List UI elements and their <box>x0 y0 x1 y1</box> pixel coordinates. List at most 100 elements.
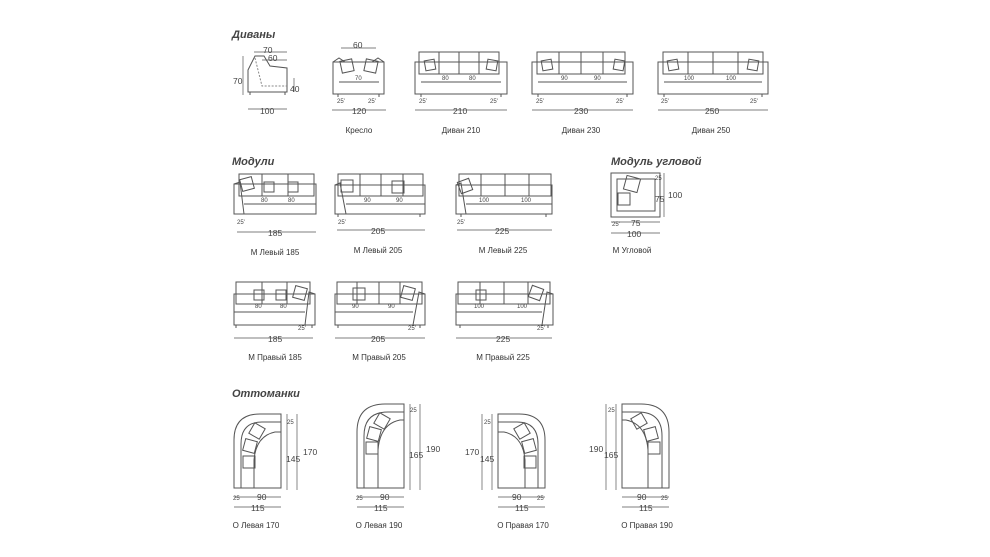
caption-sofa-210: Диван 210 <box>441 126 481 135</box>
svg-text:25': 25' <box>616 99 624 105</box>
svg-text:25: 25 <box>356 496 363 502</box>
svg-text:185: 185 <box>268 228 282 238</box>
svg-text:170: 170 <box>303 447 317 457</box>
svg-text:90: 90 <box>257 492 267 502</box>
section-title-sofas: Диваны <box>232 29 276 41</box>
module-right-185: 80 80 25' 185 <box>233 281 316 344</box>
svg-text:80: 80 <box>261 198 268 204</box>
ottoman-left-190: 25 165 190 25 90 115 <box>356 403 440 513</box>
svg-text:90: 90 <box>637 492 647 502</box>
svg-text:25: 25 <box>410 408 417 414</box>
svg-text:25': 25' <box>337 99 345 105</box>
svg-text:170: 170 <box>465 447 479 457</box>
svg-text:25': 25' <box>536 99 544 105</box>
svg-text:230: 230 <box>574 106 588 116</box>
module-right-205: 90 90 25' 205 <box>334 281 426 344</box>
caption-ottoman-left-170: О Левая 170 <box>232 521 280 530</box>
svg-text:90: 90 <box>380 492 390 502</box>
side-dim-h70: 70 <box>233 76 243 86</box>
svg-text:100: 100 <box>521 198 532 204</box>
side-dim-width: 100 <box>260 106 274 116</box>
svg-text:25: 25 <box>537 496 544 502</box>
svg-text:250: 250 <box>705 106 719 116</box>
svg-text:115: 115 <box>374 503 388 513</box>
svg-text:25': 25' <box>368 99 376 105</box>
svg-text:225: 225 <box>495 226 509 236</box>
module-right-225: 100 100 25' 225 <box>455 281 554 344</box>
svg-text:210: 210 <box>453 106 467 116</box>
svg-text:185: 185 <box>268 334 282 344</box>
svg-text:25': 25' <box>490 99 498 105</box>
svg-text:25': 25' <box>612 222 620 228</box>
caption-armchair: Кресло <box>345 126 373 135</box>
svg-text:100: 100 <box>517 304 528 310</box>
svg-text:25': 25' <box>298 326 306 332</box>
sofa-230-front: 90 90 25' 25' 230 <box>531 51 634 116</box>
svg-text:90: 90 <box>396 198 403 204</box>
svg-text:25': 25' <box>338 220 346 226</box>
svg-text:25': 25' <box>537 326 545 332</box>
side-dim-70: 70 <box>263 45 273 55</box>
svg-text:115: 115 <box>251 503 265 513</box>
caption-ottoman-left-190: О Левая 190 <box>355 521 403 530</box>
svg-text:75: 75 <box>631 218 641 228</box>
svg-text:80: 80 <box>442 76 449 82</box>
svg-text:25: 25 <box>287 420 294 426</box>
caption-left-225: М Левый 225 <box>478 246 528 255</box>
svg-text:100: 100 <box>627 229 641 239</box>
svg-text:145: 145 <box>480 454 494 464</box>
svg-text:145: 145 <box>286 454 300 464</box>
caption-sofa-250: Диван 250 <box>691 126 731 135</box>
svg-text:25: 25 <box>661 496 668 502</box>
svg-text:90: 90 <box>364 198 371 204</box>
armchair-seat: 70 <box>355 76 362 82</box>
svg-text:25': 25' <box>408 326 416 332</box>
svg-text:25: 25 <box>608 408 615 414</box>
section-title-ottomans: Оттоманки <box>232 388 300 400</box>
side-dim-60: 60 <box>268 53 278 63</box>
caption-ottoman-right-170: О Правая 170 <box>497 521 549 530</box>
svg-text:25: 25 <box>233 496 240 502</box>
svg-text:25': 25' <box>661 99 669 105</box>
armchair-front: 60 70 25' 25' 120 <box>332 40 386 116</box>
svg-text:90: 90 <box>352 304 359 310</box>
corner-module: 25 75 100 25' 75 100 <box>610 172 682 239</box>
svg-text:25': 25' <box>750 99 758 105</box>
side-dim-h40: 40 <box>290 84 300 94</box>
svg-text:100: 100 <box>479 198 490 204</box>
caption-right-225: М Правый 225 <box>476 353 530 362</box>
svg-text:90: 90 <box>594 76 601 82</box>
ottoman-left-170: 25 145 170 25 90 115 <box>233 413 317 513</box>
sofa-250-front: 100 100 25' 25' 250 <box>657 51 769 116</box>
armchair-width: 120 <box>352 106 366 116</box>
svg-text:25: 25 <box>484 420 491 426</box>
module-left-185: 80 80 25' 185 <box>233 173 317 238</box>
svg-text:90: 90 <box>512 492 522 502</box>
svg-text:90: 90 <box>561 76 568 82</box>
svg-text:80: 80 <box>469 76 476 82</box>
svg-text:115: 115 <box>515 503 529 513</box>
caption-right-205: М Правый 205 <box>352 353 406 362</box>
caption-corner: М Угловой <box>612 246 652 255</box>
ottoman-right-190: 25 165 190 90 25 115 <box>589 403 670 513</box>
svg-text:25: 25 <box>655 176 662 182</box>
sofa-side-view: 70 60 70 40 100 <box>233 45 300 116</box>
svg-text:190: 190 <box>589 444 603 454</box>
svg-text:25': 25' <box>237 220 245 226</box>
module-left-225: 100 100 25' 225 <box>455 173 553 236</box>
section-title-modules: Модули <box>232 156 275 168</box>
section-title-corner: Модуль угловой <box>611 156 702 168</box>
module-left-205: 90 90 25' 205 <box>334 173 426 236</box>
caption-left-205: М Левый 205 <box>353 246 403 255</box>
armchair-dim-60: 60 <box>353 40 363 50</box>
svg-text:205: 205 <box>371 334 385 344</box>
ottoman-right-170: 25 145 170 90 25 115 <box>465 413 546 513</box>
svg-text:80: 80 <box>255 304 262 310</box>
caption-left-185: М Левый 185 <box>250 248 300 257</box>
svg-text:100: 100 <box>668 190 682 200</box>
svg-text:165: 165 <box>604 450 618 460</box>
svg-text:100: 100 <box>474 304 485 310</box>
sofa-210-front: 80 80 25' 25' 210 <box>414 51 508 116</box>
svg-text:25': 25' <box>457 220 465 226</box>
